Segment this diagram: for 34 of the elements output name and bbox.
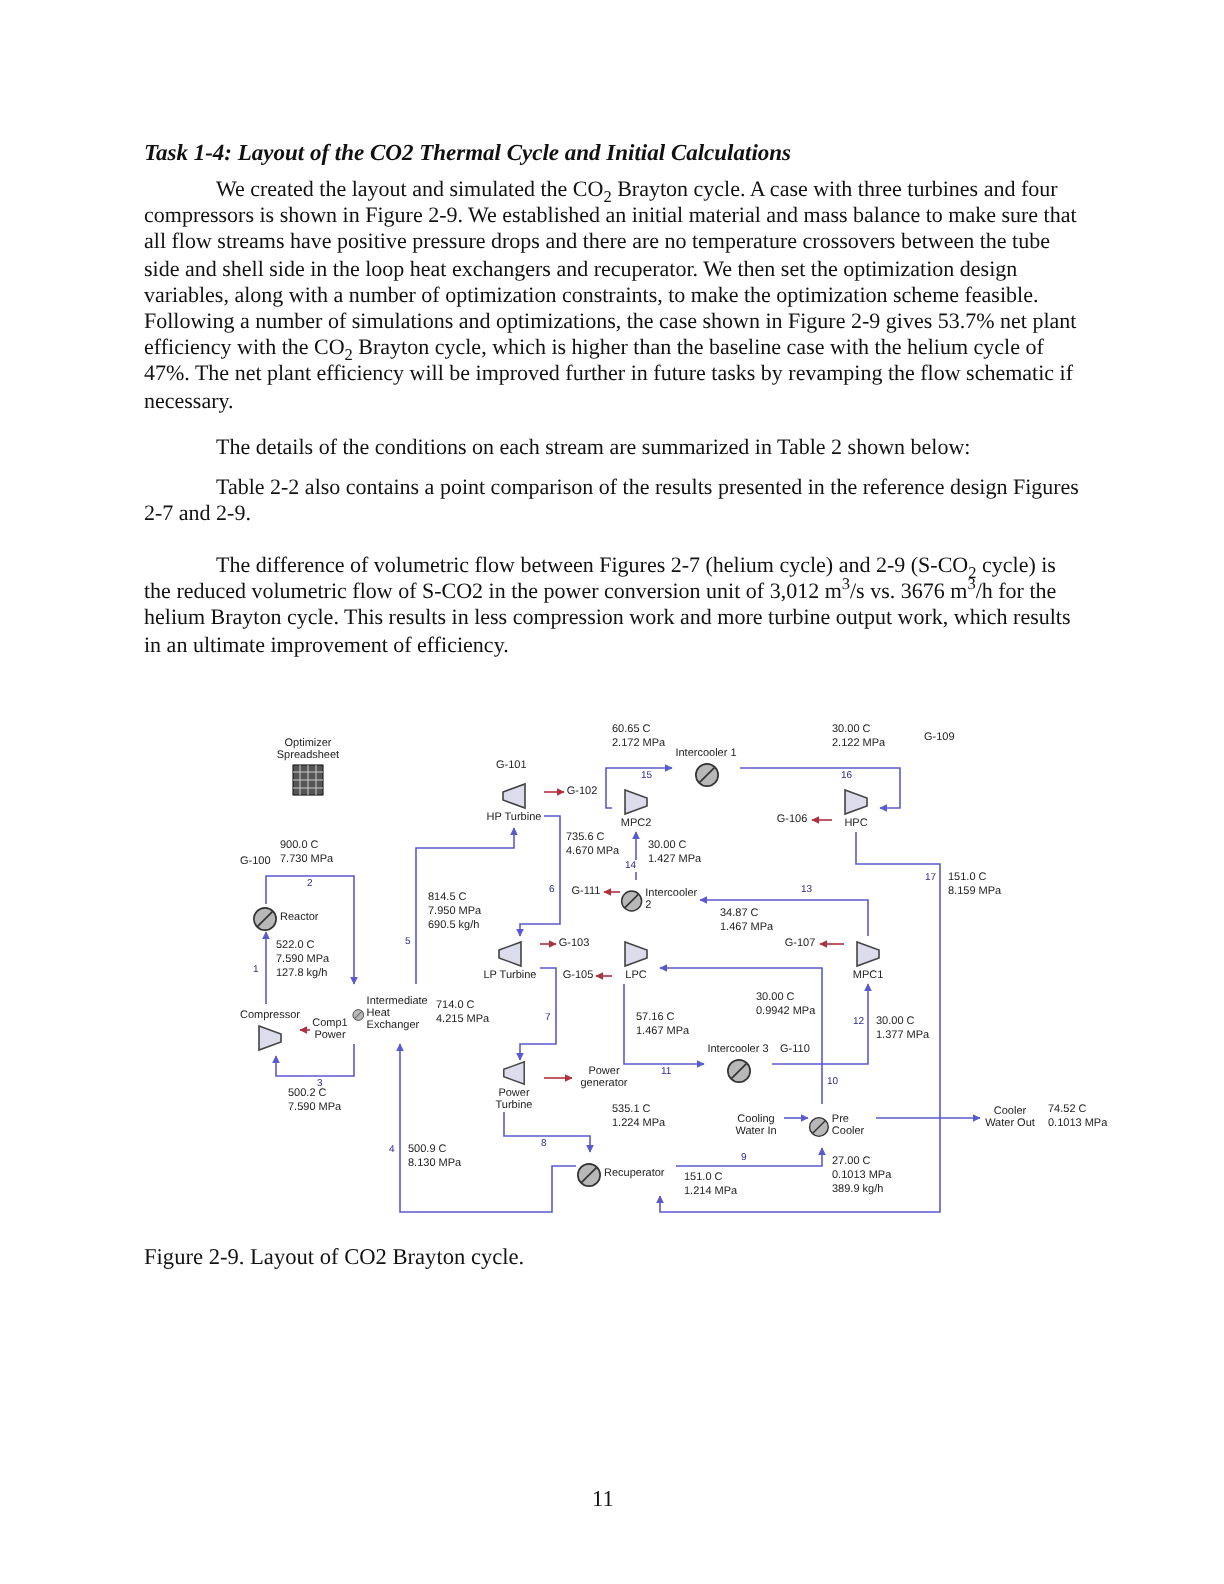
paragraph: We created the layout and simulated the CO$_{2}$ Brayton cycle. A case with three turbines and four compressors is shown in Figure 2-9. We established an initial material and mass balance to make sure that all flow streams have positive pressure drops and there are no temperature crossovers between the tube side and shell side in the loop heat exchangers and recuperator. We then set the optimization design variables, along with a number of optimization constraints, to make the optimization scheme feasible. Following a number of simulations and optimizations, the case shown in Figure 2-9 gives 53.7% net plant efficiency with the CO$_{2}$ Brayton cycle, which is higher than the baseline case with the helium cycle of 47%. The net plant efficiency will be improved further in future tasks by revamping the flow schematic if necessary. (144, 178, 1079, 416)
stream-arrow (396, 1043, 577, 1213)
energy-arrow (811, 816, 833, 824)
energy-arrow (603, 888, 621, 896)
stream-arrow (739, 767, 901, 812)
figure-caption: Figure 2-9. Layout of CO2 Brayton cycle. (144, 1244, 525, 1272)
stream-arrow (656, 831, 941, 1213)
stream-arrow (875, 1114, 981, 1122)
stream-arrow (265, 875, 358, 985)
energy-arrow (819, 940, 845, 948)
page-number: 11 (592, 1486, 614, 1514)
stream-arrow (503, 1111, 594, 1153)
stream-arrow (675, 1147, 826, 1167)
stream-arrow (632, 831, 640, 881)
stream-arrow (516, 967, 557, 1061)
section-heading: Task 1-4: Layout of the CO2 Thermal Cycle and Initial Calculations (144, 140, 794, 168)
stream-arrow (783, 1114, 809, 1122)
paragraph: The difference of volumetric flow between Figures 2-7 (helium cycle) and 2-9 (S-CO$_{2}$ cycle) is the reduced volumetric flow of S-CO2 in the power conversion unit of 3,012 m$^{3}$/s vs. 3676 m$^{3}$/h for the helium Brayton cycle. This results in less compression work and more turbine output work, which results in an ultimate improvement of efficiency. (144, 554, 1073, 660)
energy-arrow (543, 1074, 573, 1082)
stream-arrow (605, 764, 673, 809)
stream-arrow (771, 983, 872, 1065)
stream-arrow (699, 896, 869, 937)
stream-arrow (262, 931, 270, 1005)
stream-arrow (415, 827, 518, 985)
stream-arrow (272, 1043, 355, 1077)
stream-arrow (659, 964, 823, 1105)
stream-arrow (623, 983, 705, 1068)
energy-arrow (539, 940, 557, 948)
energy-arrow (595, 972, 613, 980)
paragraph: Table 2-2 also contains a point comparison of the results presented in the reference design Figures 2-7 and 2-9. (144, 476, 1080, 529)
energy-arrow (543, 788, 565, 796)
stream-arrow (516, 815, 561, 937)
energy-arrow (299, 1026, 311, 1034)
paragraph: The details of the conditions on each stream are summarized in Table 2 shown below: (214, 436, 973, 463)
